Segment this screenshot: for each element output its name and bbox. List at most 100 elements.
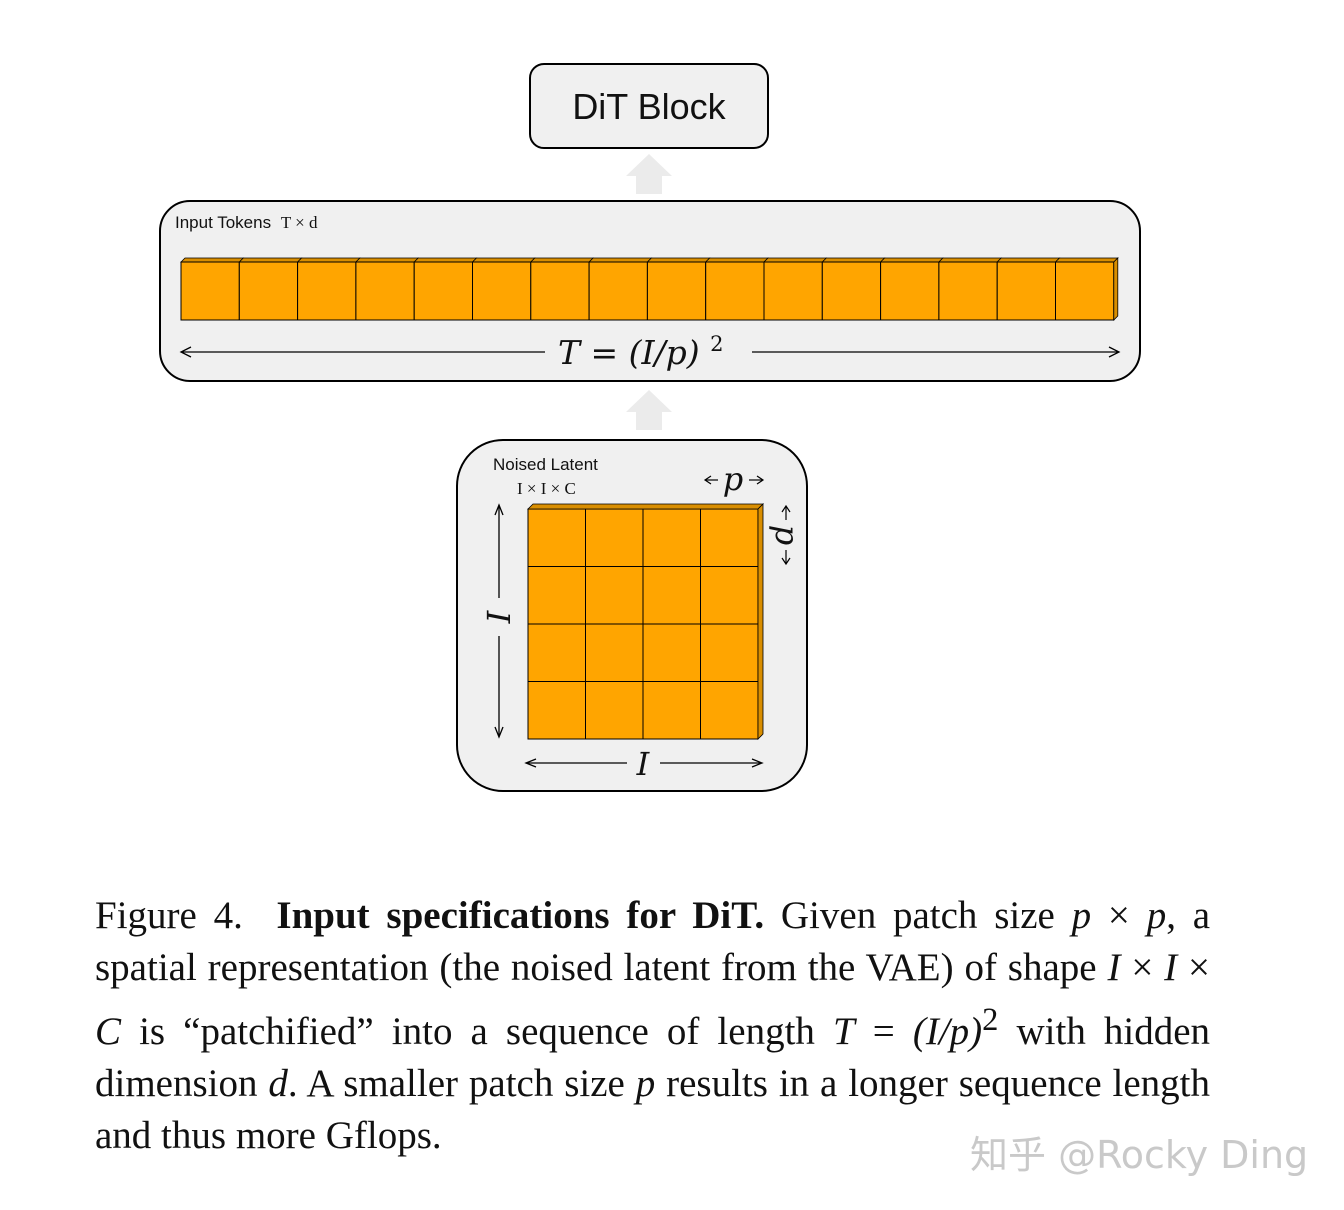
latent-patch [585, 681, 644, 740]
token-top-face [296, 257, 361, 263]
latent-patch [527, 566, 586, 625]
caption-math-op: × [1188, 946, 1211, 989]
dit-input-diagram: DiT Block Input Tokens T × d T = (I/p) 2… [159, 63, 1141, 792]
arrowhead-right-icon [751, 758, 764, 768]
caption-math: p [635, 1062, 656, 1105]
caption-text: is “patchified” into a sequence of lengt… [139, 1010, 815, 1053]
patch-height-symbol: p [768, 525, 806, 545]
arrowhead-down-icon [781, 557, 791, 566]
noised-latent-shape: I × I × C [517, 479, 576, 498]
caption-math: (I/p) [912, 1010, 983, 1053]
token-top-face [354, 257, 420, 263]
figure-caption: Figure 4. Input specifications for DiT. … [95, 890, 1210, 1162]
token-top-face [879, 257, 944, 263]
latent-patch [527, 623, 586, 682]
latent-patch [642, 566, 701, 625]
latent-patch [527, 681, 586, 740]
token-patch [530, 261, 590, 321]
token-patch [996, 261, 1057, 321]
caption-math-exponent: 2 [982, 1002, 999, 1038]
caption-math: I [1107, 946, 1121, 989]
token-patch [880, 261, 940, 321]
token-patch [705, 261, 765, 321]
sequence-formula-exponent: 2 [710, 332, 723, 356]
token-patch [763, 261, 823, 321]
arrowhead-up-icon [781, 504, 791, 513]
caption-title: Input specifications for DiT. [276, 894, 765, 937]
input-tokens-title: Input Tokens [175, 213, 271, 232]
token-top-face [238, 257, 303, 263]
caption-text: , [1166, 894, 1176, 937]
latent-side-face [757, 503, 764, 740]
latent-patch [527, 508, 586, 567]
token-patch [297, 261, 357, 321]
arrowhead-up-icon [494, 503, 504, 516]
arrowhead-down-icon [494, 726, 504, 739]
input-tokens-shape: T × d [281, 213, 318, 232]
token-top-face [704, 257, 769, 263]
latent-patch [700, 623, 759, 682]
latent-patch [642, 623, 701, 682]
sequence-formula-lhs: T = (I/p) [558, 333, 700, 372]
token-top-face [996, 257, 1061, 263]
token-patch [180, 261, 240, 321]
arrowhead-right-icon [1108, 346, 1121, 358]
token-top-face [588, 257, 653, 263]
input-tokens-label: Input Tokens T × d [175, 213, 318, 232]
token-patch [413, 261, 474, 321]
caption-math: d [268, 1062, 288, 1105]
token-row [180, 257, 1119, 321]
latent-patch [585, 566, 644, 625]
token-patch [938, 261, 998, 321]
token-top-face [180, 257, 245, 263]
caption-math: p [1071, 894, 1092, 937]
caption-text: with hidden dimension [95, 1010, 1211, 1105]
token-top-face [821, 257, 886, 263]
token-patch [238, 261, 299, 321]
dit-block-box [529, 63, 769, 149]
arrowhead-left-icon [179, 346, 192, 358]
caption-math: I [1164, 946, 1178, 989]
token-patch [821, 261, 882, 321]
latent-width-symbol: I [636, 745, 651, 783]
latent-patch [700, 566, 759, 625]
token-patch [1055, 261, 1115, 321]
arrowhead-left-icon [524, 758, 537, 768]
latent-patch [642, 508, 701, 567]
token-top-face [413, 257, 478, 263]
token-top-face [937, 257, 1003, 263]
caption-figure-label: Figure 4. [95, 894, 243, 937]
latent-height-symbol: I [480, 609, 518, 624]
token-top-face [471, 257, 536, 263]
noised-latent-label: Noised Latent [493, 455, 598, 474]
patch-height-marker: p [768, 504, 806, 566]
dit-block-label: DiT Block [572, 86, 726, 127]
latent-patch [642, 681, 701, 740]
latent-top-face [527, 503, 764, 510]
caption-text: a spatial representation (the noised lat… [95, 894, 1211, 989]
token-top-face [646, 257, 711, 263]
caption-math: T [833, 1010, 855, 1053]
token-patch [588, 261, 648, 321]
token-patch [646, 261, 707, 321]
token-patch [472, 261, 532, 321]
sequence-formula: T = (I/p) 2 [558, 332, 724, 372]
up-arrow-icon [626, 154, 672, 194]
caption-math-op: × [1131, 946, 1154, 989]
token-top-face [529, 257, 595, 263]
token-top-face [1054, 257, 1119, 263]
caption-text: Given patch size [780, 894, 1055, 937]
token-patch [355, 261, 415, 321]
caption-math: C [95, 1010, 122, 1053]
caption-math-op: × [1107, 894, 1130, 937]
latent-patch [585, 508, 644, 567]
up-arrow-icon [626, 390, 672, 430]
patch-width-symbol: p [723, 460, 743, 498]
latent-patch [585, 623, 644, 682]
token-top-face [763, 257, 828, 263]
arrowhead-right-icon [756, 475, 765, 485]
latent-patch [700, 681, 759, 740]
arrowhead-left-icon [703, 475, 712, 485]
caption-text: results in a longer sequence length and … [95, 1062, 1210, 1157]
latent-patch [700, 508, 759, 567]
